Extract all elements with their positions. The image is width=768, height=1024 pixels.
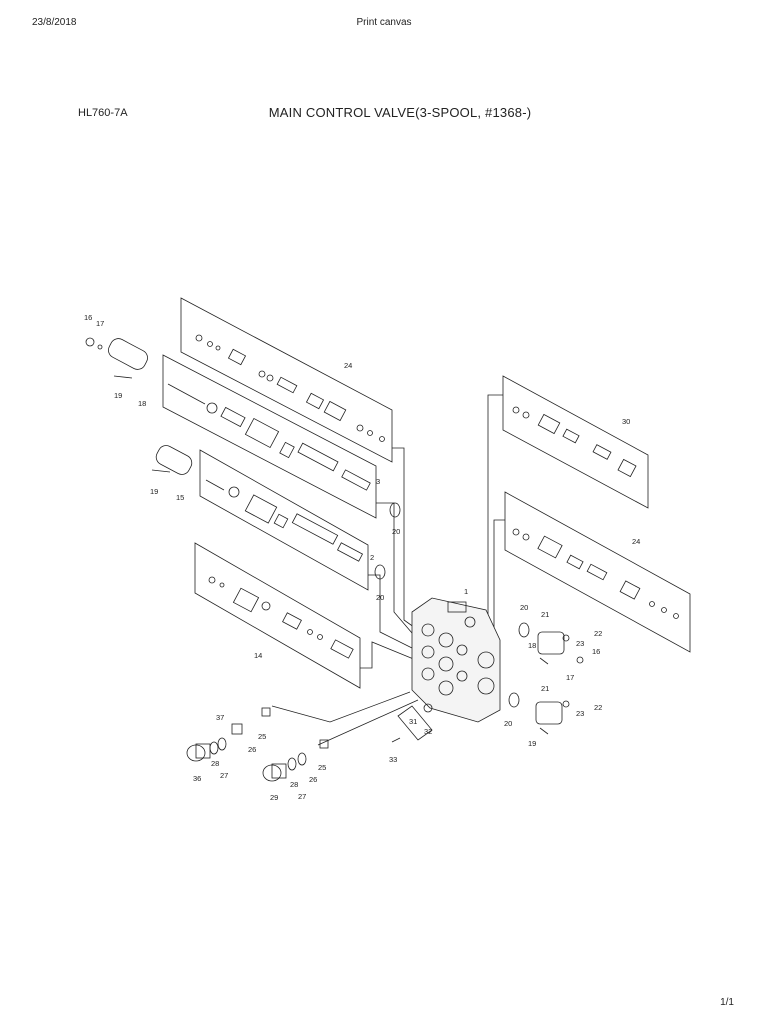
part-number-label: 18 <box>528 641 536 650</box>
diagram-title: MAIN CONTROL VALVE(3-SPOOL, #1368-) <box>268 105 532 120</box>
panel-3-parts <box>167 383 371 491</box>
part-number-label: 14 <box>254 651 262 660</box>
valve-body <box>411 597 501 723</box>
relief-valve-lower <box>535 700 570 735</box>
panel-3 <box>162 354 377 519</box>
part-number-label: 30 <box>622 417 630 426</box>
part-number-label: 29 <box>270 793 278 802</box>
part-number-label: 24 <box>632 537 640 546</box>
cap-15 <box>151 445 193 475</box>
panel-30-parts <box>512 406 637 478</box>
page-number: 1/1 <box>720 997 734 1008</box>
part-number-label: 23 <box>576 639 584 648</box>
part-number-label: 22 <box>594 703 602 712</box>
panel-2-parts <box>205 479 364 562</box>
part-number-label: 19 <box>150 487 158 496</box>
part-number-label: 2 <box>370 553 374 562</box>
part-number-label: 33 <box>389 755 397 764</box>
part-number-label: 19 <box>114 391 122 400</box>
part-number-label: 16 <box>84 313 92 322</box>
part-number-label: 19 <box>528 739 536 748</box>
part-number-label: 20 <box>504 719 512 728</box>
part-number-label: 17 <box>96 319 104 328</box>
part-number-label: 31 <box>409 717 417 726</box>
part-number-label: 24 <box>344 361 352 370</box>
part-number-label: 20 <box>376 593 384 602</box>
part-number-label: 1 <box>464 587 468 596</box>
part-number-label: 28 <box>211 759 219 768</box>
panel-14-parts <box>208 576 354 659</box>
panel-14 <box>194 542 361 689</box>
plug-36 <box>186 723 243 762</box>
part-number-label: 20 <box>392 527 400 536</box>
part-number-label: 21 <box>541 610 549 619</box>
part-number-label: 36 <box>193 774 201 783</box>
relief-valve-upper <box>537 631 584 665</box>
part-number-label: 26 <box>309 775 317 784</box>
panel-30 <box>502 375 649 509</box>
model-label: HL760-7A <box>78 107 128 119</box>
part-number-label: 16 <box>592 647 600 656</box>
cover-31 <box>391 703 433 743</box>
part-number-label: 32 <box>424 727 432 736</box>
panel-24-right-parts <box>512 528 679 619</box>
print-title: Print canvas <box>356 17 412 28</box>
part-number-label: 3 <box>376 477 380 486</box>
plug-29 <box>261 707 329 782</box>
cap-18 <box>85 337 148 379</box>
part-number-label: 26 <box>248 745 256 754</box>
part-number-label: 27 <box>298 792 306 801</box>
part-number-label: 15 <box>176 493 184 502</box>
part-number-label: 27 <box>220 771 228 780</box>
part-number-label: 23 <box>576 709 584 718</box>
part-number-label: 22 <box>594 629 602 638</box>
part-number-label: 37 <box>216 713 224 722</box>
panel-24-top-parts <box>195 334 385 442</box>
part-number-label: 21 <box>541 684 549 693</box>
panel-24-right <box>504 491 691 653</box>
part-number-label: 18 <box>138 399 146 408</box>
part-number-label: 25 <box>258 732 266 741</box>
part-number-label: 25 <box>318 763 326 772</box>
part-number-label: 20 <box>520 603 528 612</box>
valve-ports <box>421 601 495 696</box>
panel-24-top <box>180 297 393 463</box>
part-number-labels: 16 17 19 18 24 3 19 15 20 2 20 14 1 30 24 20 21 22 23 16 18 1… <box>84 313 640 802</box>
panel-2 <box>199 449 369 591</box>
part-number-label: 28 <box>290 780 298 789</box>
print-date: 23/8/2018 <box>32 17 77 28</box>
part-number-label: 17 <box>566 673 574 682</box>
